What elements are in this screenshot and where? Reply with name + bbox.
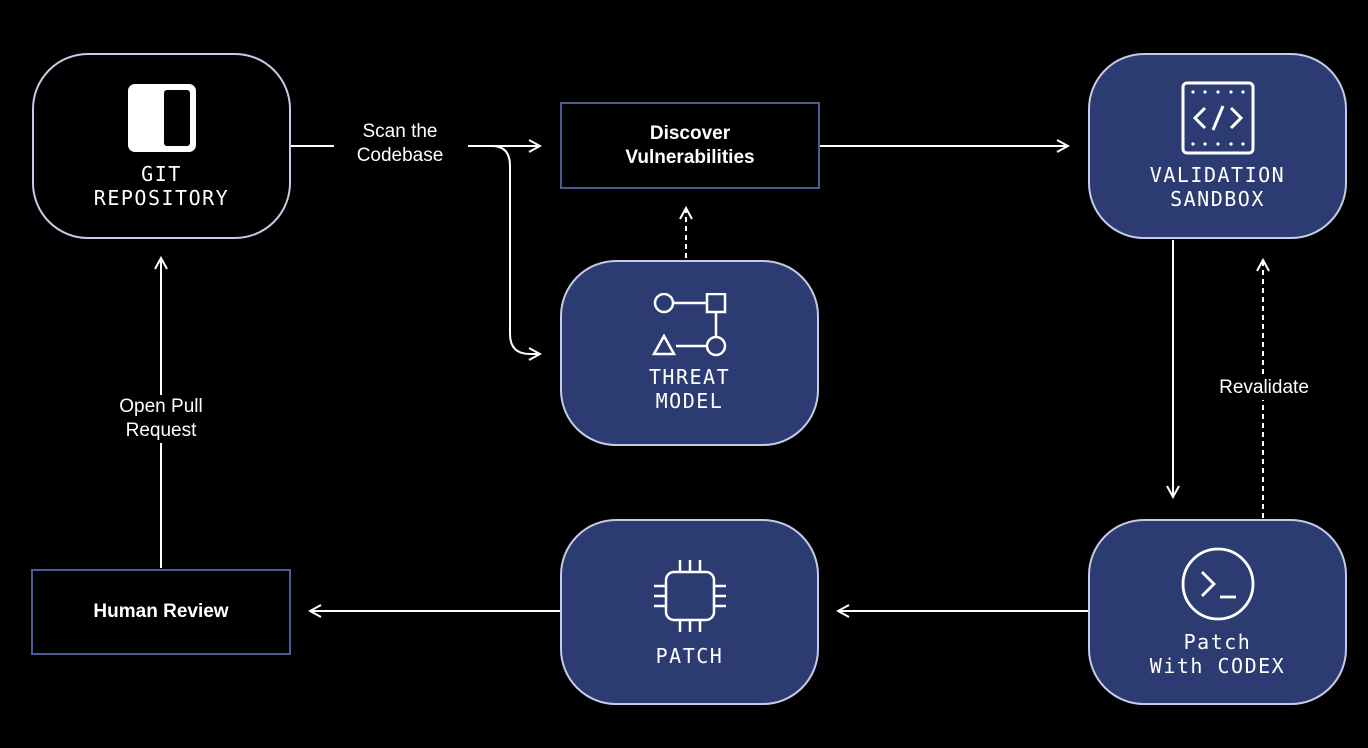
split-panel-icon <box>127 84 196 152</box>
patch-label: PATCH <box>655 644 724 668</box>
validation-sandbox-node: VALIDATION SANDBOX <box>1088 53 1347 239</box>
patch-node: PATCH <box>560 519 819 705</box>
scan-codebase-label: Scan the Codebase <box>340 120 460 168</box>
discover-vulnerabilities-box: Discover Vulnerabilities <box>560 102 820 189</box>
revalidate-label: Revalidate <box>1204 376 1324 400</box>
patch-with-codex-node: Patch With CODEX <box>1088 519 1347 705</box>
chip-icon <box>653 560 726 632</box>
threat-model-label: THREAT MODEL <box>648 365 731 413</box>
open-pull-request-label: Open Pull Request <box>101 395 221 443</box>
discover-vulnerabilities-label: Discover Vulnerabilities <box>625 122 755 168</box>
shapes-graph-icon <box>651 293 726 357</box>
terminal-prompt-icon <box>1181 547 1254 621</box>
human-review-box: Human Review <box>31 569 291 655</box>
validation-sandbox-label: VALIDATION SANDBOX <box>1149 163 1286 211</box>
git-repository-node: GIT REPOSITORY <box>32 53 291 239</box>
threat-model-node: THREAT MODEL <box>560 260 819 446</box>
patch-with-codex-label: Patch With CODEX <box>1149 630 1286 678</box>
git-repository-label: GIT REPOSITORY <box>93 162 230 210</box>
edge-git-to-threat-model <box>468 145 540 354</box>
code-window-icon <box>1181 81 1254 155</box>
human-review-label: Human Review <box>93 601 229 622</box>
